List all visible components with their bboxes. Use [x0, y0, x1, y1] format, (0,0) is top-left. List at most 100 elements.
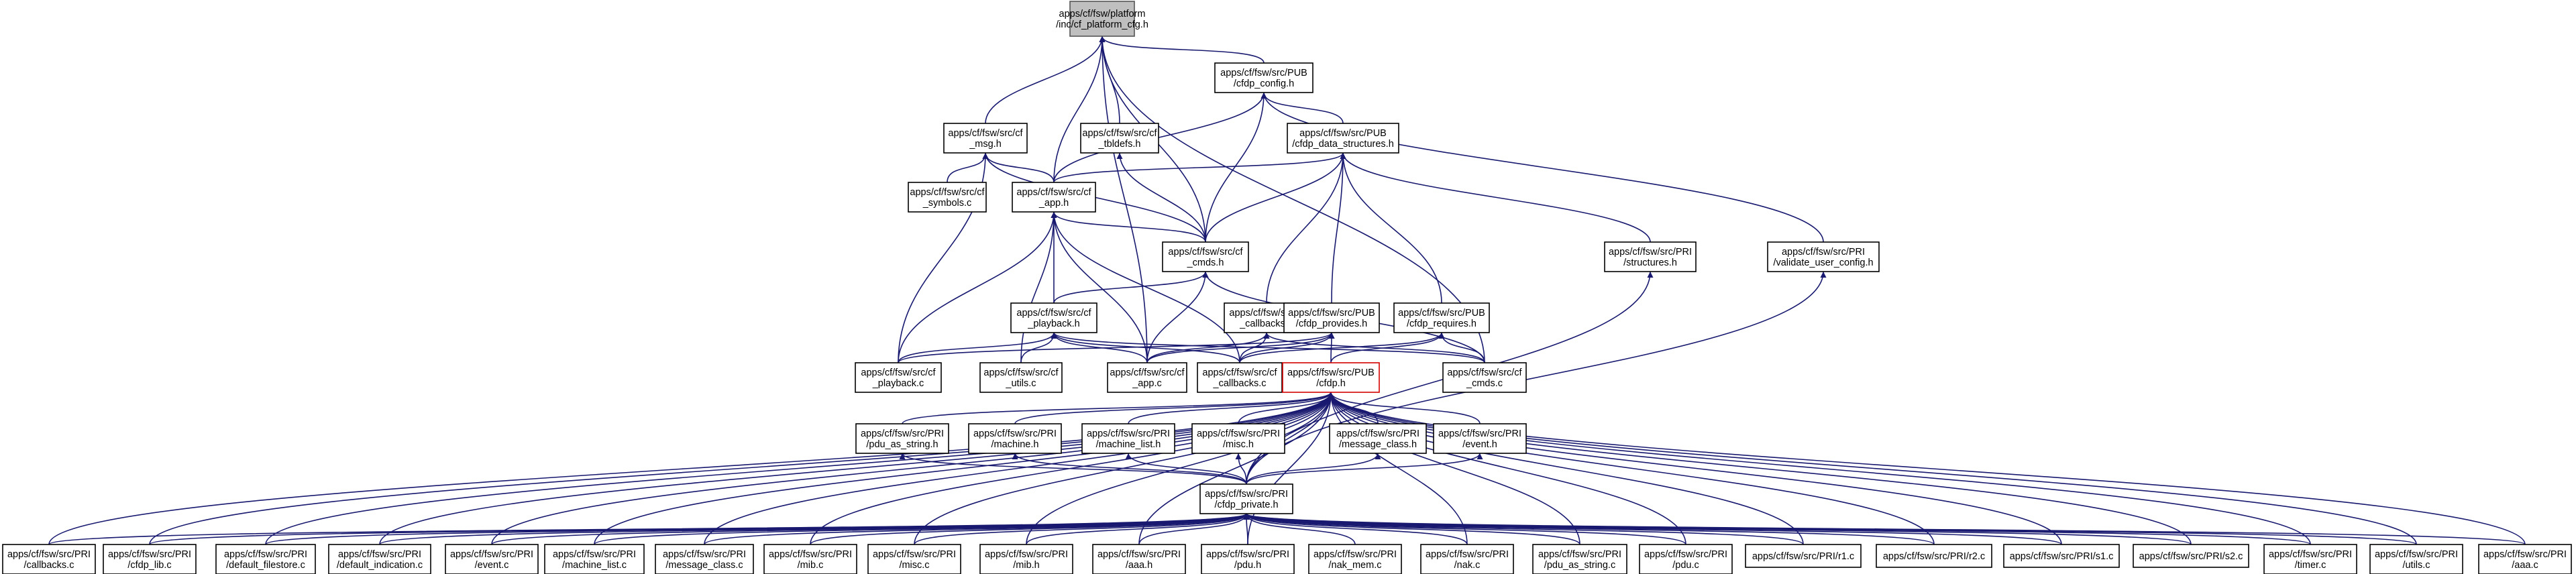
node-box[interactable]: [445, 544, 539, 574]
node-b-pdu-c[interactable]: apps/cf/fsw/src/PRI/pdu.c: [1639, 544, 1733, 574]
node-box[interactable]: [103, 544, 197, 574]
node-misc-h[interactable]: apps/cf/fsw/src/PRI/misc.h: [1191, 423, 1285, 454]
node-box[interactable]: [1433, 423, 1527, 454]
node-box[interactable]: [1329, 423, 1427, 454]
node-box[interactable]: [2369, 544, 2463, 574]
node-b-utils-c[interactable]: apps/cf/fsw/src/PRI/utils.c: [2369, 544, 2463, 574]
node-cfdp-requires[interactable]: apps/cf/fsw/src/PUB/cfdp_requires.h: [1393, 302, 1490, 333]
node-b-default-indication[interactable]: apps/cf/fsw/src/PRI/default_indication.c: [328, 544, 431, 574]
node-box[interactable]: [1214, 62, 1313, 93]
node-box[interactable]: [1287, 123, 1399, 154]
node-box[interactable]: [1639, 544, 1733, 574]
node-b-default-filestore[interactable]: apps/cf/fsw/src/PRI/default_filestore.c: [215, 544, 316, 574]
node-box[interactable]: [1069, 1, 1135, 37]
node-box[interactable]: [2133, 544, 2249, 568]
node-cfdp-private[interactable]: apps/cf/fsw/src/PRI/cfdp_private.h: [1199, 483, 1293, 514]
include-edge: [1331, 152, 1346, 304]
node-playback-h[interactable]: apps/cf/fsw/src/cf_playback.h: [1010, 302, 1097, 333]
node-b-aaa-c[interactable]: apps/cf/fsw/src/PRI/aaa.c: [2478, 544, 2572, 574]
node-box[interactable]: [2, 544, 96, 574]
node-b-r2[interactable]: apps/cf/fsw/src/PRI/r2.c: [1876, 544, 1992, 568]
node-box[interactable]: [1604, 241, 1697, 272]
node-b-s2[interactable]: apps/cf/fsw/src/PRI/s2.c: [2133, 544, 2249, 568]
node-callbacks-cf-c[interactable]: apps/cf/fsw/src/cf_callbacks.c: [1197, 362, 1283, 393]
node-box[interactable]: [215, 544, 316, 574]
node-box[interactable]: [1308, 544, 1402, 574]
node-box[interactable]: [1201, 544, 1295, 574]
node-playback-c[interactable]: apps/cf/fsw/src/cf_playback.c: [855, 362, 942, 393]
node-box[interactable]: [943, 123, 1028, 154]
node-event-h[interactable]: apps/cf/fsw/src/PRI/event.h: [1433, 423, 1527, 454]
node-b-callbacks-c[interactable]: apps/cf/fsw/src/PRI/callbacks.c: [2, 544, 96, 574]
node-box[interactable]: [1197, 362, 1283, 393]
node-machine-h[interactable]: apps/cf/fsw/src/PRI/machine.h: [968, 423, 1062, 454]
node-b-machine-list-c[interactable]: apps/cf/fsw/src/PRI/machine_list.c: [544, 544, 645, 574]
node-box[interactable]: [328, 544, 431, 574]
node-box[interactable]: [1081, 423, 1175, 454]
node-b-r1[interactable]: apps/cf/fsw/src/PRI/r1.c: [1745, 544, 1862, 568]
node-validate-user-config[interactable]: apps/cf/fsw/src/PRI/validate_user_config…: [1767, 241, 1880, 272]
node-box[interactable]: [979, 362, 1063, 393]
node-tbldefs[interactable]: apps/cf/fsw/src/cf_tbldefs.h: [1080, 123, 1159, 154]
node-box[interactable]: [2263, 544, 2357, 574]
node-box[interactable]: [1162, 241, 1249, 272]
node-b-pdu-as-string-c[interactable]: apps/cf/fsw/src/PRI/pdu_as_string.c: [1532, 544, 1627, 574]
node-cmds-h[interactable]: apps/cf/fsw/src/cf_cmds.h: [1162, 241, 1249, 272]
node-box[interactable]: [855, 362, 942, 393]
node-b-mib-h[interactable]: apps/cf/fsw/src/PRI/mib.h: [979, 544, 1073, 574]
node-box[interactable]: [2003, 544, 2120, 568]
node-b-timer-c[interactable]: apps/cf/fsw/src/PRI/timer.c: [2263, 544, 2357, 574]
node-b-event-c[interactable]: apps/cf/fsw/src/PRI/event.c: [445, 544, 539, 574]
node-box[interactable]: [1420, 544, 1514, 574]
node-structures[interactable]: apps/cf/fsw/src/PRI/structures.h: [1604, 241, 1697, 272]
node-box[interactable]: [1107, 362, 1187, 393]
node-b-s1[interactable]: apps/cf/fsw/src/PRI/s1.c: [2003, 544, 2120, 568]
node-cmds-c[interactable]: apps/cf/fsw/src/cf_cmds.c: [1442, 362, 1527, 393]
node-box[interactable]: [1532, 544, 1627, 574]
node-b-cfdp-lib[interactable]: apps/cf/fsw/src/PRI/cfdp_lib.c: [103, 544, 197, 574]
node-box[interactable]: [655, 544, 754, 574]
node-box[interactable]: [1080, 123, 1159, 154]
node-box[interactable]: [1876, 544, 1992, 568]
node-b-nak-c[interactable]: apps/cf/fsw/src/PRI/nak.c: [1420, 544, 1514, 574]
node-msg[interactable]: apps/cf/fsw/src/cf_msg.h: [943, 123, 1028, 154]
node-cfdp-h[interactable]: apps/cf/fsw/src/PUB/cfdp.h: [1282, 362, 1380, 393]
node-box[interactable]: [968, 423, 1062, 454]
node-machine-list-h[interactable]: apps/cf/fsw/src/PRI/machine_list.h: [1081, 423, 1175, 454]
node-cfdp-provides[interactable]: apps/cf/fsw/src/PUB/cfdp_provides.h: [1283, 302, 1380, 333]
node-box[interactable]: [763, 544, 857, 574]
node-box[interactable]: [1745, 544, 1862, 568]
node-pdu-as-string-h[interactable]: apps/cf/fsw/src/PRI/pdu_as_string.h: [855, 423, 949, 454]
node-box[interactable]: [855, 423, 949, 454]
node-symbols[interactable]: apps/cf/fsw/src/cf_symbols.c: [908, 182, 987, 213]
node-box[interactable]: [1191, 423, 1285, 454]
node-b-nak-mem-c[interactable]: apps/cf/fsw/src/PRI/nak_mem.c: [1308, 544, 1402, 574]
node-box[interactable]: [2478, 544, 2572, 574]
node-cfdp-config[interactable]: apps/cf/fsw/src/PUB/cfdp_config.h: [1214, 62, 1313, 93]
node-box[interactable]: [1767, 241, 1880, 272]
node-box[interactable]: [1283, 302, 1380, 333]
node-box[interactable]: [1442, 362, 1527, 393]
node-box[interactable]: [1092, 544, 1186, 574]
node-box[interactable]: [1393, 302, 1490, 333]
node-b-mib-c[interactable]: apps/cf/fsw/src/PRI/mib.c: [763, 544, 857, 574]
node-b-pdu-h[interactable]: apps/cf/fsw/src/PRI/pdu.h: [1201, 544, 1295, 574]
node-b-aaa-h[interactable]: apps/cf/fsw/src/PRI/aaa.h: [1092, 544, 1186, 574]
node-b-message-class-c[interactable]: apps/cf/fsw/src/PRI/message_class.c: [655, 544, 754, 574]
node-box[interactable]: [908, 182, 987, 213]
node-box[interactable]: [544, 544, 645, 574]
node-box[interactable]: [1282, 362, 1380, 393]
node-box[interactable]: [1012, 182, 1096, 213]
node-root[interactable]: apps/cf/fsw/platform/inc/cf_platform_cfg…: [1056, 1, 1148, 37]
node-box[interactable]: [1199, 483, 1293, 514]
node-box[interactable]: [867, 544, 961, 574]
node-b-misc-c[interactable]: apps/cf/fsw/src/PRI/misc.c: [867, 544, 961, 574]
node-box[interactable]: [979, 544, 1073, 574]
node-box[interactable]: [1010, 302, 1097, 333]
node-app-c[interactable]: apps/cf/fsw/src/cf_app.c: [1107, 362, 1187, 393]
node-app-h[interactable]: apps/cf/fsw/src/cf_app.h: [1012, 182, 1096, 213]
node-cfdp-data-structures[interactable]: apps/cf/fsw/src/PUB/cfdp_data_structures…: [1287, 123, 1399, 154]
node-message-class-h[interactable]: apps/cf/fsw/src/PRI/message_class.h: [1329, 423, 1427, 454]
node-utils-cf[interactable]: apps/cf/fsw/src/cf_utils.c: [979, 362, 1063, 393]
node-label: apps/cf/fsw/src/PRI/s2.c: [2139, 551, 2243, 562]
